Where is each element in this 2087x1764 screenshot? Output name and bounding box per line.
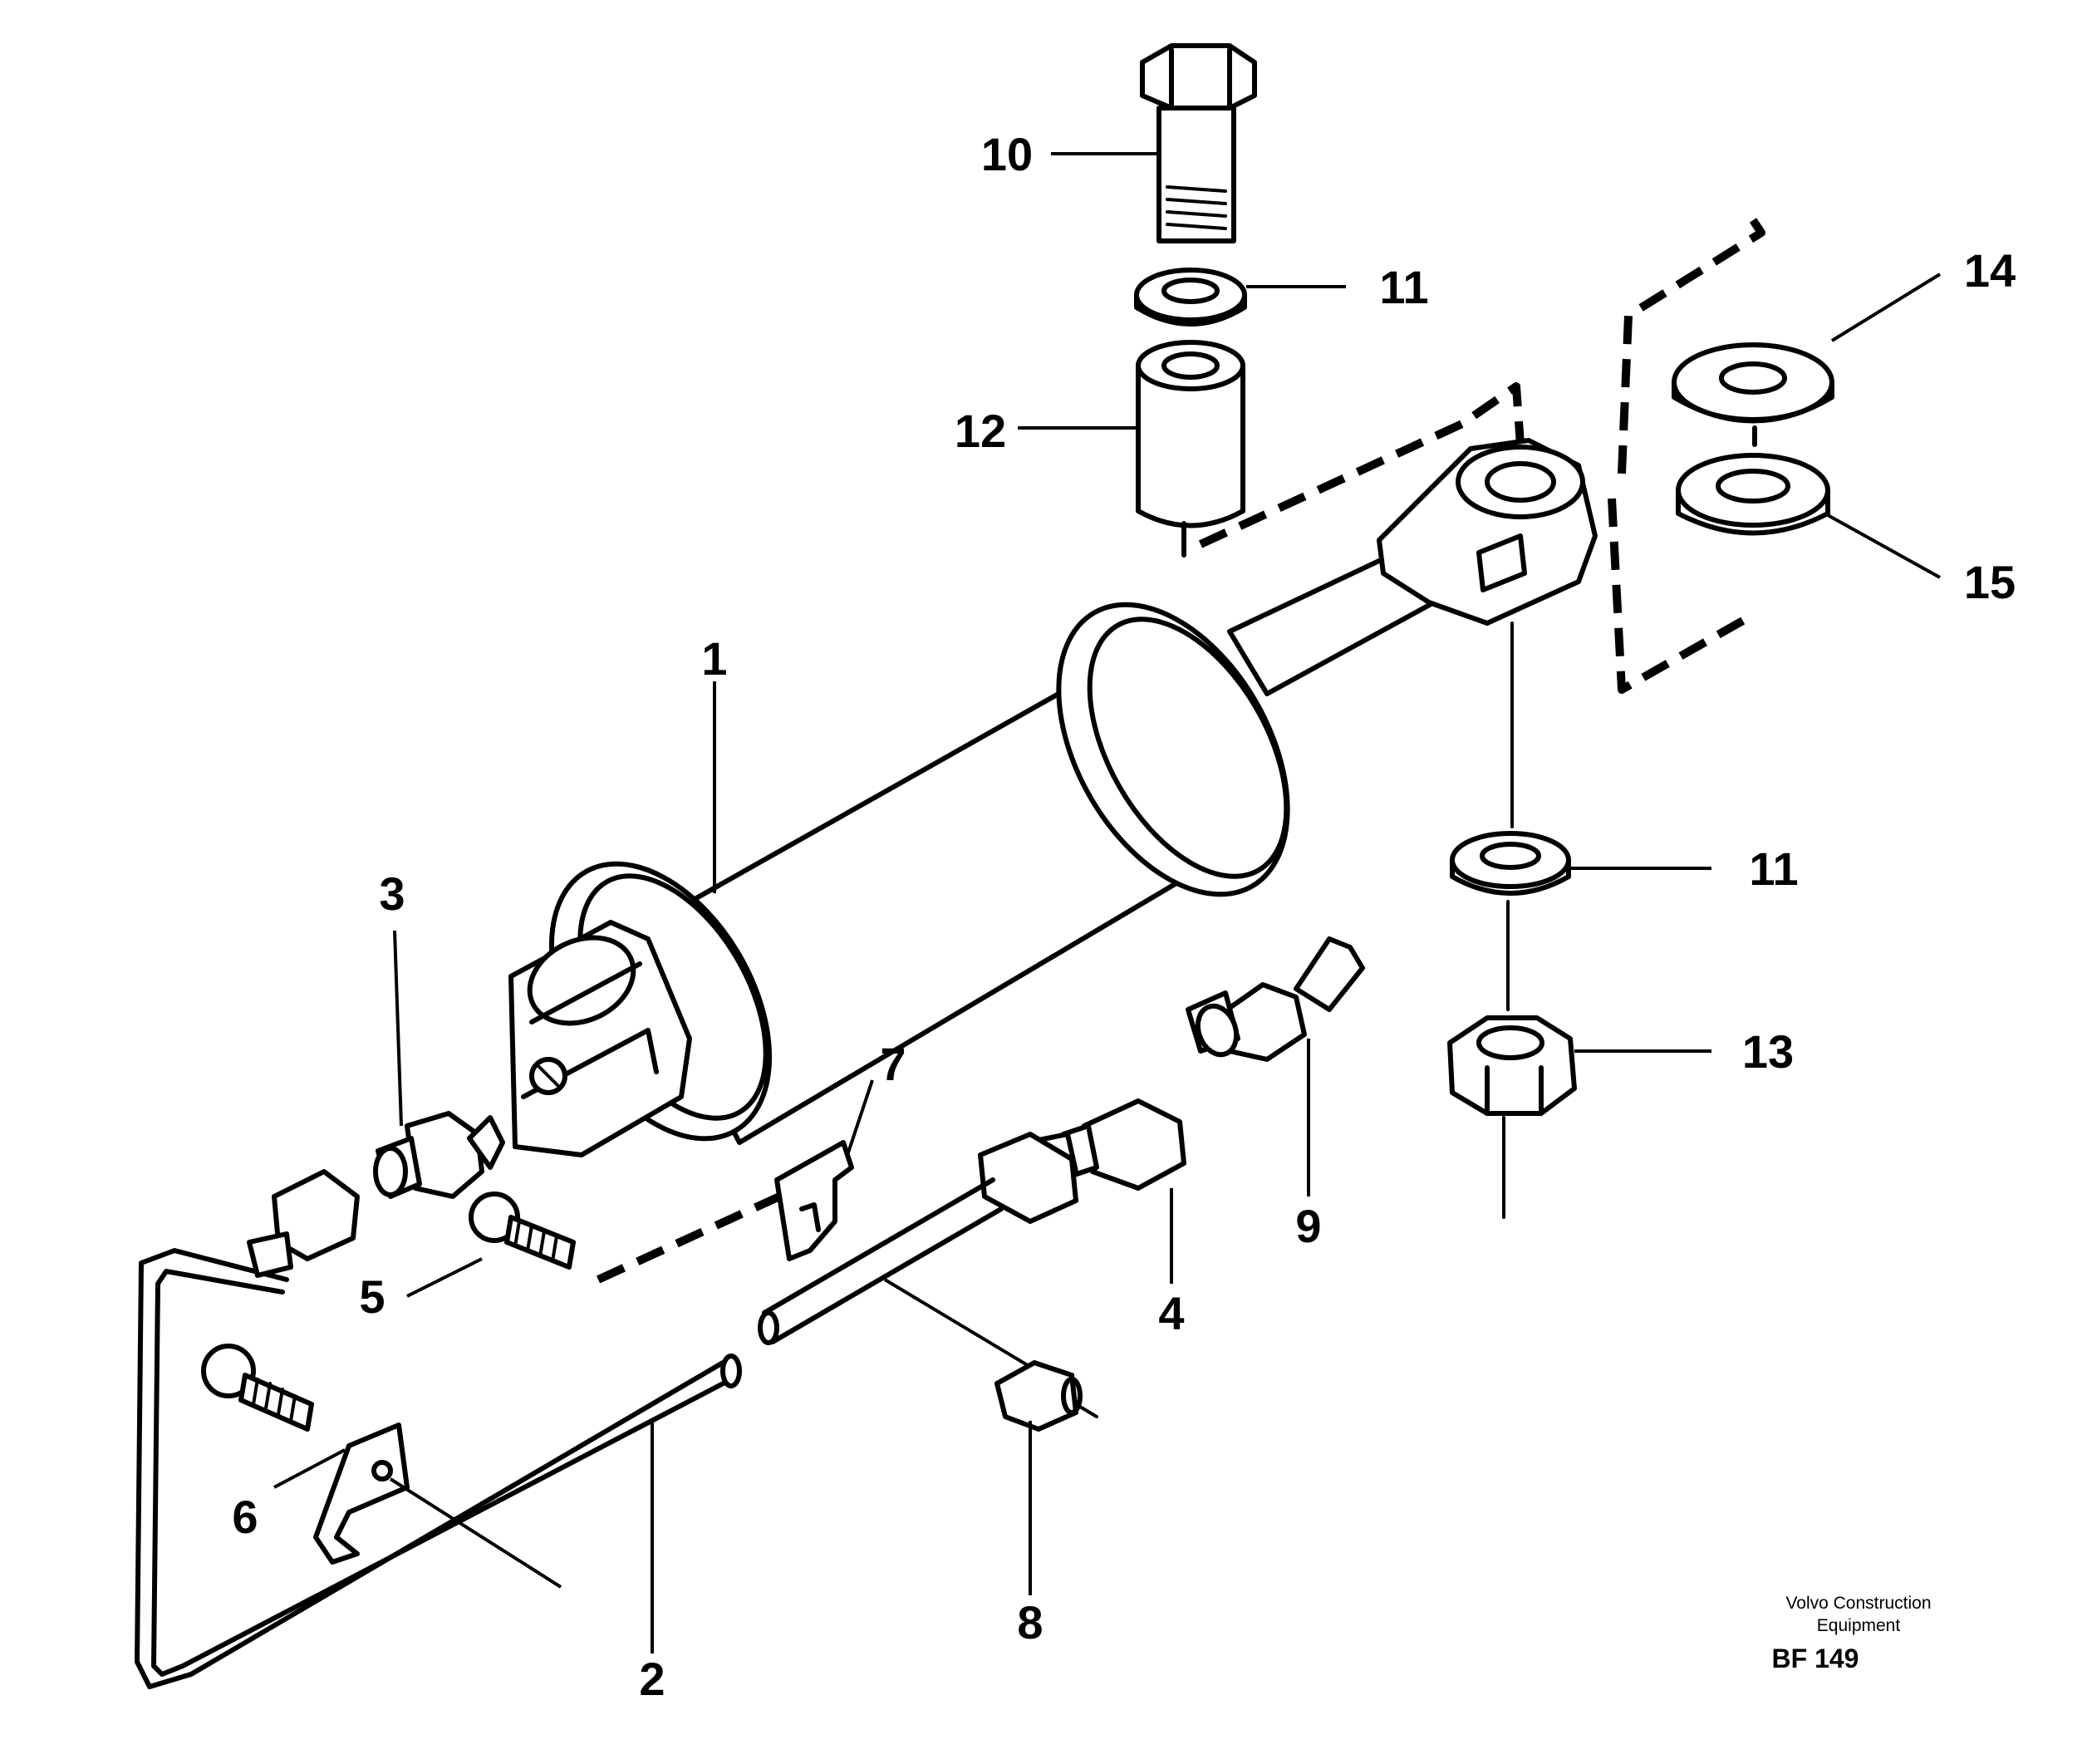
callout-8: 8 xyxy=(1017,1596,1043,1649)
leader-lines xyxy=(273,152,1942,1653)
callout-9: 9 xyxy=(1295,1200,1321,1252)
hydraulic-pipe xyxy=(135,1169,1004,1689)
callout-7: 7 xyxy=(880,1038,906,1090)
callout-1: 1 xyxy=(701,632,727,685)
callout-3: 3 xyxy=(379,867,405,920)
callout-15: 15 xyxy=(1964,556,2016,608)
callout-14: 14 xyxy=(1964,244,2016,297)
callout-11-upper: 11 xyxy=(1379,261,1428,313)
callout-4: 4 xyxy=(1158,1287,1184,1339)
drawing-code: BF 149 xyxy=(1772,1644,1859,1673)
callout-6: 6 xyxy=(232,1491,258,1543)
washers-right xyxy=(1672,342,1834,536)
maker-line-2: Equipment xyxy=(1817,1616,1901,1635)
callout-labels: 1 2 3 4 5 6 7 8 9 10 11 11 12 13 14 15 xyxy=(232,128,2016,1705)
callout-12: 12 xyxy=(955,405,1006,457)
hydraulic-cylinder xyxy=(508,438,1598,1157)
callout-2: 2 xyxy=(639,1653,665,1705)
pin-stack-upper xyxy=(1134,43,1257,558)
fittings-lower xyxy=(201,1098,1186,1565)
callout-5: 5 xyxy=(359,1270,385,1323)
footer: Volvo Construction Equipment BF 149 xyxy=(1772,1594,1932,1673)
callout-11-lower: 11 xyxy=(1749,843,1798,895)
maker-line-1: Volvo Construction xyxy=(1785,1594,1931,1613)
callout-13: 13 xyxy=(1742,1025,1794,1078)
pin-stack-lower xyxy=(1447,622,1577,1219)
callout-10: 10 xyxy=(981,128,1033,180)
